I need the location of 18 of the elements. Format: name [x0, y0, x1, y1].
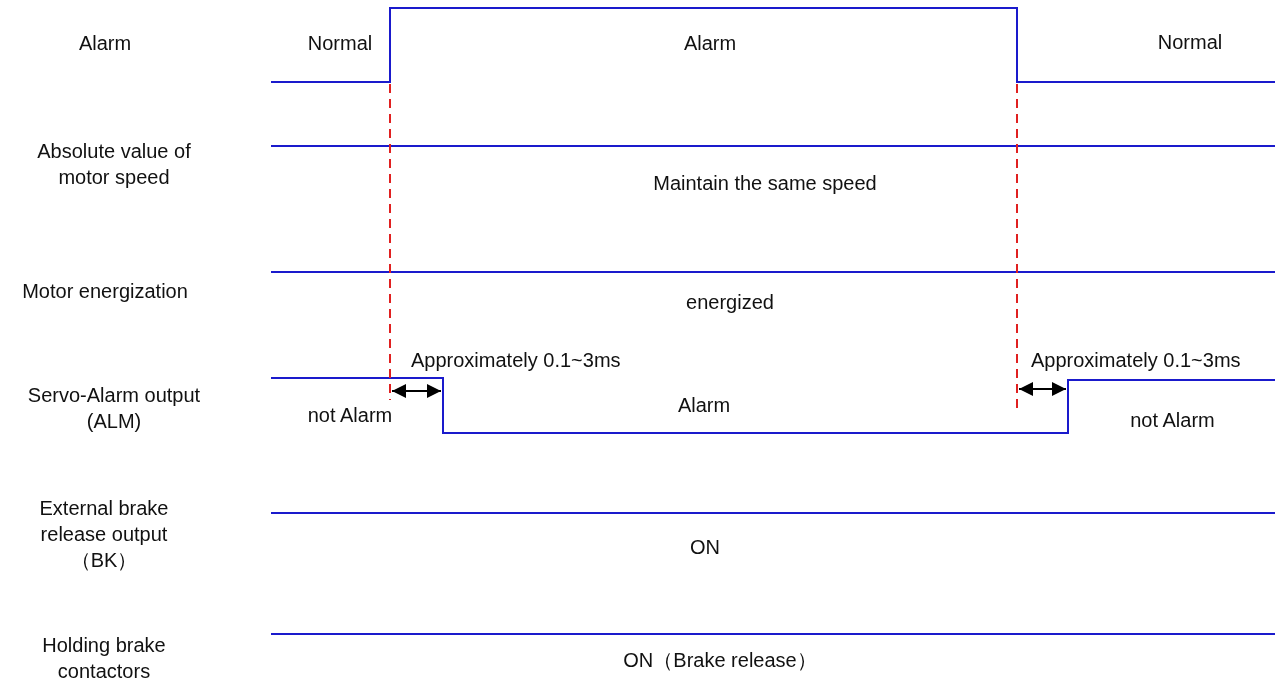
state-label: Alarm	[676, 393, 732, 418]
signal-name: External brake release output （BK）	[38, 496, 170, 573]
state-label: not Alarm	[1129, 408, 1216, 433]
signal-name: Absolute value of motor speed	[36, 139, 192, 190]
signal-name: Motor energization	[21, 279, 189, 304]
state-label: Normal	[306, 31, 374, 56]
state-label: Alarm	[682, 31, 738, 56]
state-label: ON	[689, 535, 721, 560]
state-label: energized	[685, 290, 775, 315]
timing-label: Approximately 0.1~3ms	[1031, 348, 1242, 373]
signal-name: Alarm	[77, 31, 133, 56]
timing-label: Approximately 0.1~3ms	[411, 348, 622, 373]
state-label: not Alarm	[306, 403, 394, 428]
state-label: Normal	[1156, 30, 1224, 55]
signal-name: Servo-Alarm output (ALM)	[26, 383, 202, 434]
signal-name: Holding brake contactors	[41, 633, 167, 684]
state-label: ON（Brake release）	[622, 648, 818, 673]
state-label: Maintain the same speed	[652, 171, 878, 196]
